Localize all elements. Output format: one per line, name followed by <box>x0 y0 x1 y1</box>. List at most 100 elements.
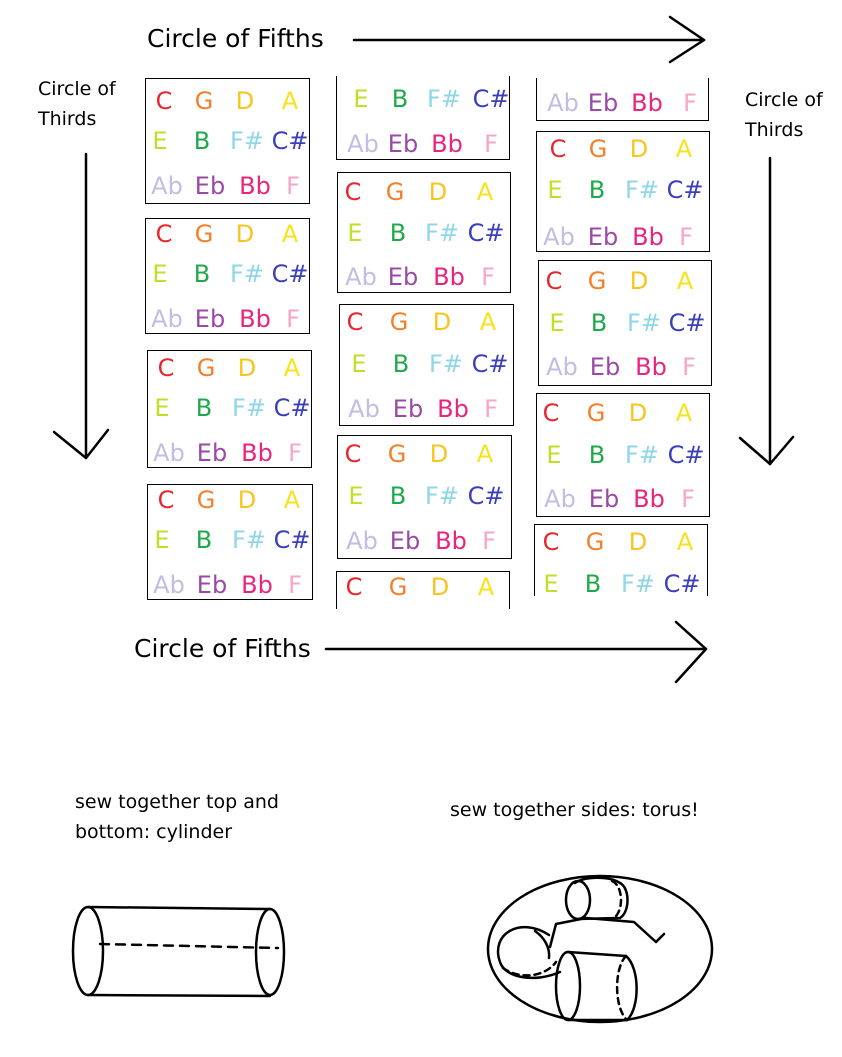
note-label: F <box>288 439 302 467</box>
torus-lower-tube-left-end <box>554 950 582 1022</box>
note-label: G <box>385 178 405 206</box>
note-label: B <box>195 526 213 554</box>
note-label: A <box>676 267 694 295</box>
note-label: E <box>543 570 559 596</box>
note-label: C# <box>471 350 509 378</box>
note-label: Eb <box>589 353 621 381</box>
note-label: G <box>194 220 214 248</box>
note-label: C# <box>273 526 311 554</box>
note-label: Eb <box>196 439 228 467</box>
note-label: F# <box>625 441 659 469</box>
note-label: Bb <box>633 485 665 513</box>
note-label: C# <box>666 176 704 204</box>
note-label: F# <box>429 350 463 378</box>
torus-lower-tube-hidden <box>615 954 629 1022</box>
note-label: G <box>196 486 216 514</box>
note-label: C# <box>663 570 701 596</box>
note-label: A <box>283 486 301 514</box>
note-label: A <box>675 135 693 163</box>
arrow-right-top-icon <box>352 15 706 64</box>
note-label: B <box>588 441 606 469</box>
note-label: F <box>484 395 498 423</box>
note-label: Ab <box>153 439 185 467</box>
note-label: Bb <box>241 439 273 467</box>
torus-outer-rim <box>486 874 714 1024</box>
note-label: B <box>391 85 409 113</box>
note-label: E <box>347 219 363 247</box>
note-label: Ab <box>544 485 576 513</box>
note-label: B <box>392 350 410 378</box>
note-label: F <box>288 571 302 599</box>
note-label: F# <box>627 309 661 337</box>
note-label: Ab <box>543 223 575 251</box>
note-label: E <box>152 127 168 155</box>
note-label: G <box>389 308 409 336</box>
note-label: F <box>682 353 696 381</box>
note-label: F <box>681 485 695 513</box>
note-label: Ab <box>345 263 377 291</box>
note-label: D <box>432 308 452 336</box>
note-label: Bb <box>631 89 663 117</box>
note-label: Eb <box>588 485 620 513</box>
note-label: F <box>286 172 300 200</box>
note-label: Bb <box>435 527 467 555</box>
torus-caption: sew together sides: torus! <box>450 799 699 821</box>
cylinder-caption: sew together top and bottom: cylinder <box>75 791 279 843</box>
note-label: C <box>346 308 364 336</box>
note-label: D <box>628 528 648 556</box>
note-label: Eb <box>194 305 226 333</box>
note-label: Bb <box>437 395 469 423</box>
note-label: A <box>281 87 299 115</box>
torus-left-tube <box>496 925 562 980</box>
arrow-right-bottom-icon <box>324 620 708 684</box>
note-label: Bb <box>635 353 667 381</box>
note-label: Bb <box>241 571 273 599</box>
note-label: A <box>477 573 495 601</box>
note-label: D <box>428 178 448 206</box>
note-label: F# <box>425 219 459 247</box>
note-label: D <box>237 486 257 514</box>
note-label: A <box>476 178 494 206</box>
note-label: C <box>155 220 173 248</box>
note-label: G <box>585 528 605 556</box>
note-label: C <box>545 267 563 295</box>
note-label: F <box>481 263 495 291</box>
circle-of-thirds-left-label: Circle of Thirds <box>38 78 116 130</box>
note-label: D <box>430 573 450 601</box>
note-label: C <box>157 354 175 382</box>
note-label: Ab <box>346 527 378 555</box>
torus-left-tube-inner <box>533 929 551 960</box>
note-label: D <box>237 354 257 382</box>
note-label: E <box>351 350 367 378</box>
note-label: Eb <box>196 571 228 599</box>
note-label: G <box>196 354 216 382</box>
note-label: Ab <box>151 305 183 333</box>
note-label: G <box>194 87 214 115</box>
torus-lower-tube-top <box>566 950 628 958</box>
circle-of-thirds-right-label: Circle of Thirds <box>745 89 823 141</box>
note-label: A <box>283 354 301 382</box>
note-label: C <box>155 87 173 115</box>
torus-upper-tube-left-end <box>564 879 592 921</box>
note-label: Bb <box>239 172 271 200</box>
note-label: Ab <box>347 130 379 158</box>
torus-upper-tube-right-end <box>610 879 623 921</box>
note-label: C# <box>271 260 309 288</box>
note-label: C# <box>271 127 309 155</box>
note-label: C# <box>273 394 311 422</box>
note-label: B <box>389 482 407 510</box>
note-label: Eb <box>387 263 419 291</box>
note-label: F# <box>232 526 266 554</box>
circle-of-fifths-top-label: Circle of Fifths <box>147 24 324 53</box>
note-label: F# <box>230 260 264 288</box>
note-label: C <box>157 486 175 514</box>
note-label: E <box>154 526 170 554</box>
note-label: Ab <box>153 571 185 599</box>
note-label: B <box>590 309 608 337</box>
note-label: Bb <box>239 305 271 333</box>
